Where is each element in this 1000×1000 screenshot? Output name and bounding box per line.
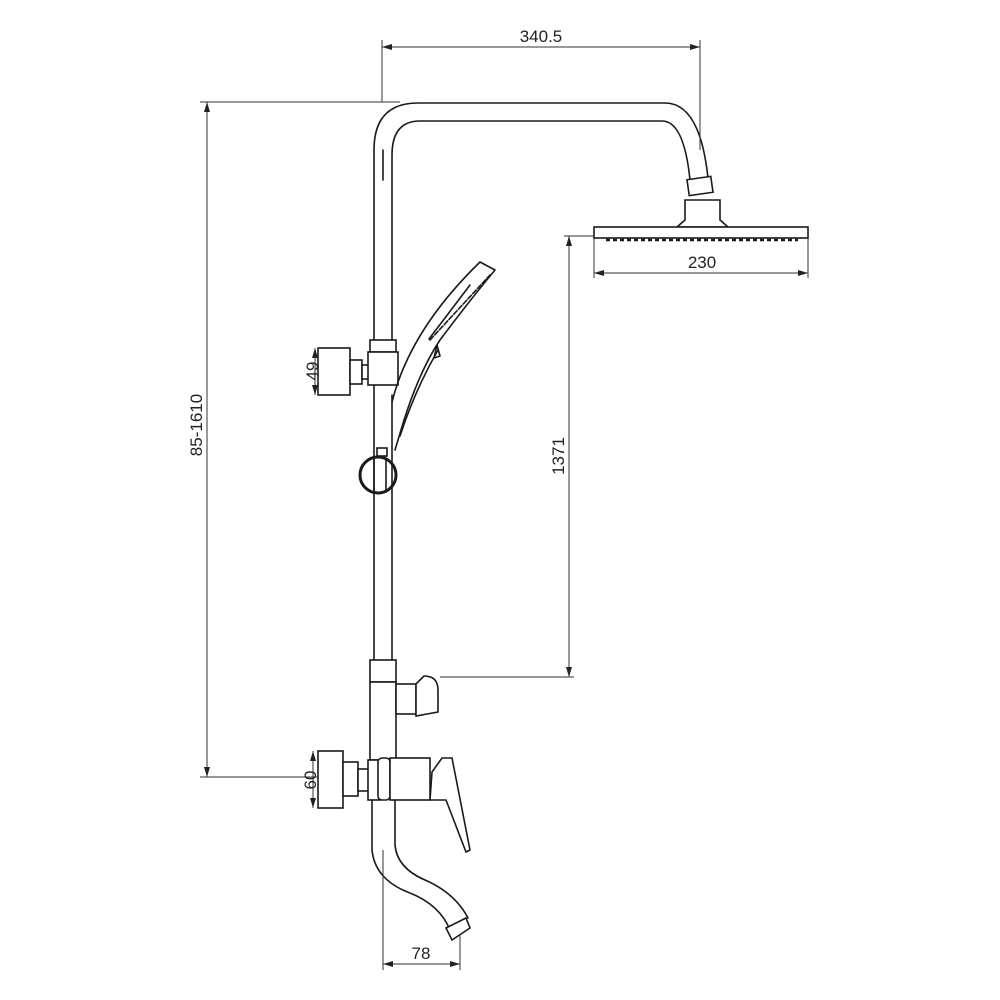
dimension-height-range: 85-1610 bbox=[187, 101, 400, 778]
dimension-upper-bracket: 49 bbox=[303, 348, 322, 395]
rain-shower-head bbox=[593, 175, 809, 242]
slider-holder bbox=[358, 447, 398, 495]
dim-label-wall-mount: 60 bbox=[301, 771, 320, 790]
dim-label-upper-bracket: 49 bbox=[303, 362, 322, 381]
dimension-wall-mount: 60 bbox=[301, 751, 320, 808]
hand-shower bbox=[391, 261, 496, 451]
dimension-arm-reach: 340.5 bbox=[381, 27, 701, 150]
bath-spout bbox=[371, 799, 471, 942]
upper-wall-bracket bbox=[317, 339, 399, 396]
bath-mixer bbox=[317, 750, 471, 854]
riser-pipe bbox=[373, 102, 709, 661]
dim-label-height-range: 85-1610 bbox=[187, 394, 206, 456]
dim-label-head-width: 230 bbox=[688, 253, 716, 272]
dimension-head-width: 230 bbox=[593, 238, 809, 278]
dim-label-head-height: 1371 bbox=[549, 437, 568, 475]
dimension-head-height: 1371 bbox=[440, 235, 594, 678]
dim-label-spout-projection: 78 bbox=[412, 944, 431, 963]
diverter-body bbox=[369, 659, 439, 761]
dim-label-arm-reach: 340.5 bbox=[520, 27, 563, 46]
dimension-spout-projection: 78 bbox=[382, 850, 461, 970]
